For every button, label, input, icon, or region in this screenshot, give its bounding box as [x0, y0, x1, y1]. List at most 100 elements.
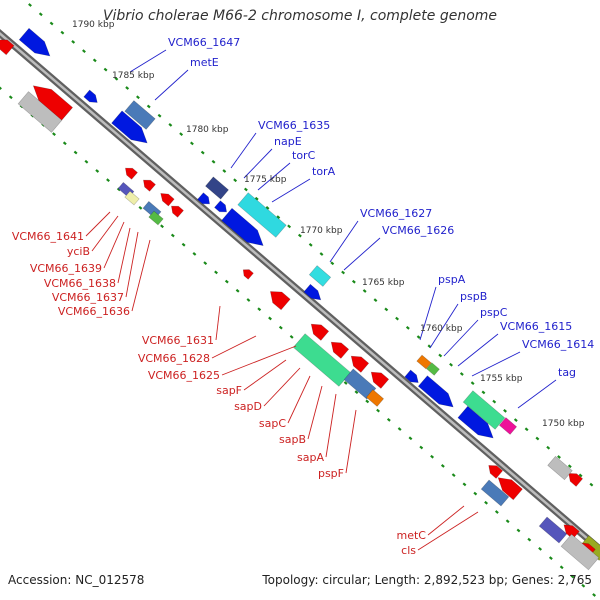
reverse-gene-feature [350, 355, 370, 373]
reverse-label-leader [85, 211, 111, 237]
tick-mark-outer [157, 113, 162, 118]
tick-mark-inner [462, 482, 467, 487]
tick-mark-inner [419, 445, 424, 450]
tick-mark-inner [570, 574, 575, 579]
reverse-label-leader [287, 375, 311, 424]
tick-mark-outer [492, 399, 497, 404]
reverse-gene-label: VCM66_1636 [58, 305, 130, 318]
tick-mark-outer [373, 298, 378, 303]
tick-mark-inner [592, 593, 597, 597]
tick-mark-inner [505, 519, 510, 524]
forward-gene-label: torA [312, 165, 336, 178]
reverse-gene-label: sapA [297, 451, 324, 464]
tick-mark-outer [276, 215, 281, 220]
forward-gene-feature [111, 110, 148, 144]
scale-label: 1760 kbp [420, 324, 463, 334]
tick-mark-inner [106, 178, 110, 183]
reverse-gene-feature [330, 341, 350, 359]
forward-label-leader [429, 303, 459, 349]
tick-mark-outer [384, 307, 389, 312]
scale-label: 1790 kbp [72, 20, 115, 30]
tick-mark-outer [103, 67, 108, 72]
tick-mark-outer [395, 316, 399, 321]
reverse-label-leader [91, 215, 119, 252]
tick-mark-inner [440, 464, 445, 468]
forward-gene-label: VCM66_1635 [258, 119, 330, 132]
reverse-label-leader [211, 335, 257, 359]
reverse-gene-label: VCM66_1639 [30, 262, 102, 275]
reverse-gene-feature [143, 179, 156, 192]
tick-mark-outer [341, 270, 346, 275]
tick-mark-outer [287, 224, 292, 229]
reverse-label-leader [215, 305, 221, 341]
tick-mark-inner [73, 150, 78, 155]
tick-mark-inner [289, 334, 294, 339]
forward-label-leader [230, 132, 257, 169]
tick-mark-inner [235, 288, 240, 293]
tick-mark-outer [222, 169, 227, 173]
forward-gene-label: torC [292, 149, 316, 162]
reverse-label-leader [325, 393, 337, 458]
scale-label: 1755 kbp [480, 374, 523, 384]
tick-mark-inner [484, 500, 489, 505]
forward-gene-feature [124, 100, 156, 130]
reverse-gene-feature [171, 205, 184, 218]
forward-gene-label: pspB [460, 290, 487, 303]
tick-mark-outer [438, 353, 443, 358]
reverse-gene-feature [270, 291, 291, 311]
forward-gene-feature [457, 405, 494, 439]
tick-mark-inner [559, 565, 564, 570]
forward-gene-feature [426, 362, 440, 376]
tick-mark-outer [38, 12, 43, 17]
tick-mark-inner [473, 491, 478, 496]
tick-mark-inner [354, 390, 359, 395]
reverse-gene-feature [292, 333, 352, 387]
tick-mark-outer [535, 436, 540, 441]
tick-mark-inner [181, 242, 186, 247]
tick-mark-outer [459, 372, 464, 376]
tick-mark-outer [82, 49, 86, 53]
tick-mark-inner [0, 86, 2, 90]
tick-mark-outer [60, 30, 65, 35]
forward-gene-label: VCM66_1626 [382, 224, 454, 237]
tick-mark-inner [192, 252, 197, 256]
tick-mark-inner [257, 307, 262, 312]
forward-gene-label: tag [558, 366, 576, 379]
reverse-gene-label: sapB [279, 433, 306, 446]
tick-mark-inner [516, 528, 521, 533]
tick-mark-inner [278, 325, 283, 330]
tick-mark-inner [214, 270, 218, 275]
forward-gene-feature [480, 479, 510, 507]
tick-mark-inner [8, 95, 13, 100]
forward-label-leader [154, 69, 189, 101]
reverse-gene-feature [124, 190, 140, 206]
reverse-gene-feature [242, 269, 254, 280]
reverse-gene-label: VCM66_1637 [52, 291, 124, 304]
forward-gene-label: VCM66_1614 [522, 338, 594, 351]
tick-mark-inner [95, 169, 100, 173]
tick-mark-outer [190, 141, 194, 146]
reverse-label-leader [125, 231, 139, 298]
forward-label-leader [443, 319, 479, 357]
tick-mark-outer [265, 206, 270, 210]
tick-mark-inner [203, 261, 208, 266]
forward-gene-feature [462, 390, 506, 430]
tick-mark-outer [168, 123, 173, 127]
tick-mark-inner [386, 417, 391, 422]
tick-mark-inner [430, 454, 435, 459]
forward-label-leader [257, 162, 291, 191]
reverse-gene-feature [310, 323, 330, 341]
tick-mark-outer [503, 408, 507, 413]
forward-gene-feature [417, 375, 454, 408]
reverse-gene-feature [560, 533, 600, 571]
reverse-gene-feature [125, 167, 138, 180]
reverse-gene-feature [547, 455, 573, 481]
reverse-label-leader [221, 345, 297, 376]
reverse-label-leader [307, 385, 323, 440]
reverse-gene-feature [17, 91, 63, 133]
tick-mark-outer [179, 132, 184, 137]
reverse-label-leader [263, 367, 301, 407]
reverse-gene-feature [160, 193, 175, 207]
forward-label-leader [271, 178, 311, 203]
